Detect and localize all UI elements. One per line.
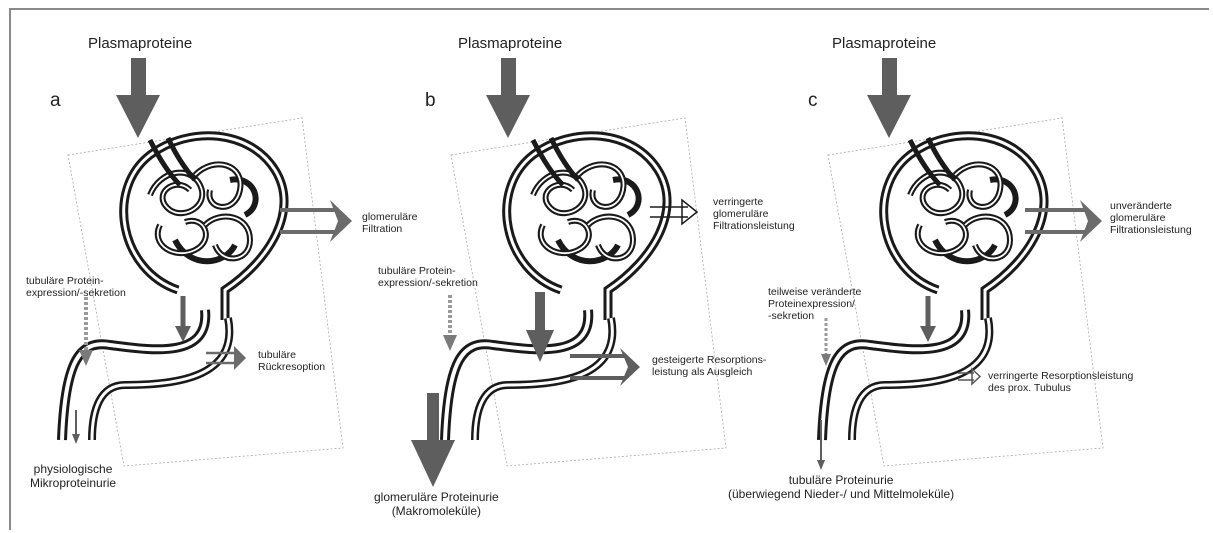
panel-c-letter: c: [808, 90, 818, 112]
panel-a-expression-label: tubuläre Protein-expression/-sekretion: [26, 275, 126, 299]
panel-c-output-label: tubuläre Proteinurie(überwiegend Nieder-…: [728, 473, 954, 501]
panel-a-letter: a: [50, 90, 61, 112]
panel-b-top-label: Plasmaproteine: [458, 35, 562, 52]
panel-b-expression-label: tubuläre Protein-expression/-sekretion: [378, 265, 478, 289]
panel-b-output-label: glomeruläre Proteinurie(Makromoleküle): [374, 490, 499, 518]
panel-b-letter: b: [425, 90, 436, 112]
panel-c-nephron: [817, 58, 1103, 470]
panel-a-top-label: Plasmaproteine: [88, 35, 192, 52]
panel-a-nephron: [62, 58, 352, 466]
panel-c-top-label: Plasmaproteine: [832, 35, 936, 52]
panel-b-resorption-label: gesteigerte Resorptions-leistung als Aus…: [652, 354, 766, 378]
